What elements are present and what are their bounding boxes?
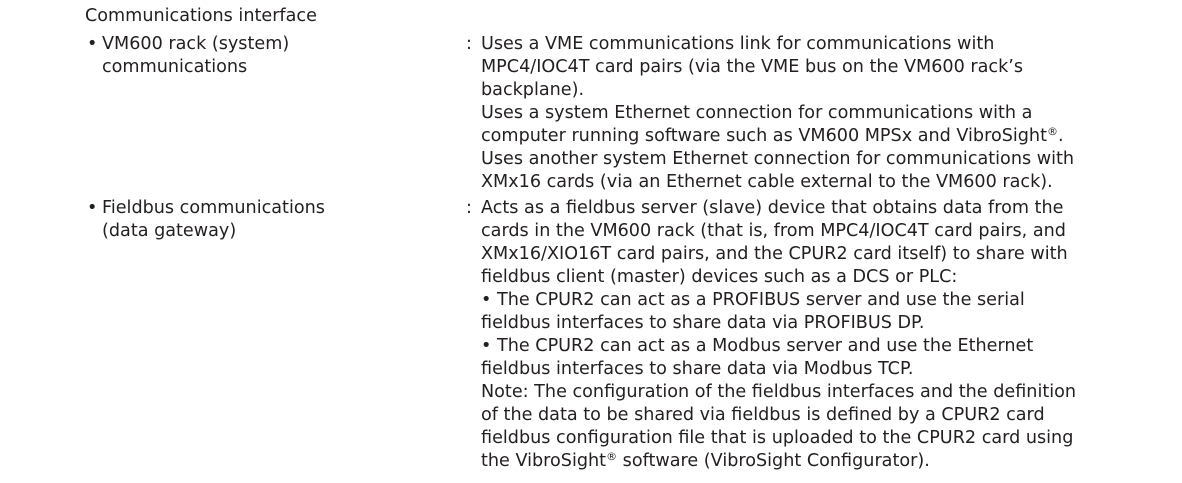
- description-line: fieldbus interfaces to share data via PR…: [481, 313, 925, 333]
- bullet-marker: •: [87, 198, 98, 218]
- description-line: MPC4/IOC4T card pairs (via the VME bus o…: [481, 57, 1024, 77]
- description-line: Note: The configuration of the fieldbus …: [481, 382, 1077, 402]
- description-line: • The CPUR2 can act as a Modbus server a…: [481, 336, 1034, 356]
- description-text: computer running software such as VM600 …: [481, 126, 1047, 146]
- description-line: Uses another system Ethernet connection …: [481, 149, 1075, 169]
- description-text: .: [1057, 126, 1064, 146]
- term-line: (data gateway): [102, 221, 237, 241]
- bullet-marker: •: [87, 34, 98, 54]
- spec-term: • VM600 rack (system) communications: [87, 33, 447, 79]
- description-line: XMx16 cards (via an Ethernet cable exter…: [481, 172, 1053, 192]
- description-text: software (VibroSight Configurator).: [622, 451, 930, 471]
- description-line: cards in the VM600 rack (that is, from M…: [481, 221, 1066, 241]
- spec-term: • Fieldbus communications (data gateway): [87, 197, 447, 243]
- description-line: XMx16/XIO16T card pairs, and the CPUR2 c…: [481, 244, 1068, 264]
- section-title: Communications interface: [85, 6, 317, 26]
- spec-description: Acts as a fieldbus server (slave) device…: [481, 197, 1141, 473]
- description-line: backplane).: [481, 80, 585, 100]
- description-line: fieldbus client (master) devices such as…: [481, 267, 958, 287]
- registered-mark: ®: [1046, 125, 1058, 138]
- description-line: Acts as a fieldbus server (slave) device…: [481, 198, 1064, 218]
- description-line: • The CPUR2 can act as a PROFIBUS server…: [481, 290, 1025, 310]
- term-line: communications: [102, 57, 248, 77]
- registered-mark: ®: [606, 450, 618, 463]
- separator-colon: :: [466, 198, 472, 218]
- description-line: computer running software such as VM600 …: [481, 125, 1141, 148]
- description-text: the VibroSight: [481, 451, 607, 471]
- description-line: fieldbus interfaces to share data via Mo…: [481, 359, 914, 379]
- spec-description: Uses a VME communications link for commu…: [481, 33, 1141, 194]
- description-line: of the data to be shared via fieldbus is…: [481, 405, 1045, 425]
- separator-colon: :: [466, 34, 472, 54]
- description-line: the VibroSight® software (VibroSight Con…: [481, 450, 1141, 473]
- description-line: Uses a VME communications link for commu…: [481, 34, 995, 54]
- term-line: Fieldbus communications: [102, 198, 325, 218]
- term-line: VM600 rack (system): [102, 34, 290, 54]
- description-line: fieldbus configuration file that is uplo…: [481, 428, 1074, 448]
- description-line: Uses a system Ethernet connection for co…: [481, 103, 1033, 123]
